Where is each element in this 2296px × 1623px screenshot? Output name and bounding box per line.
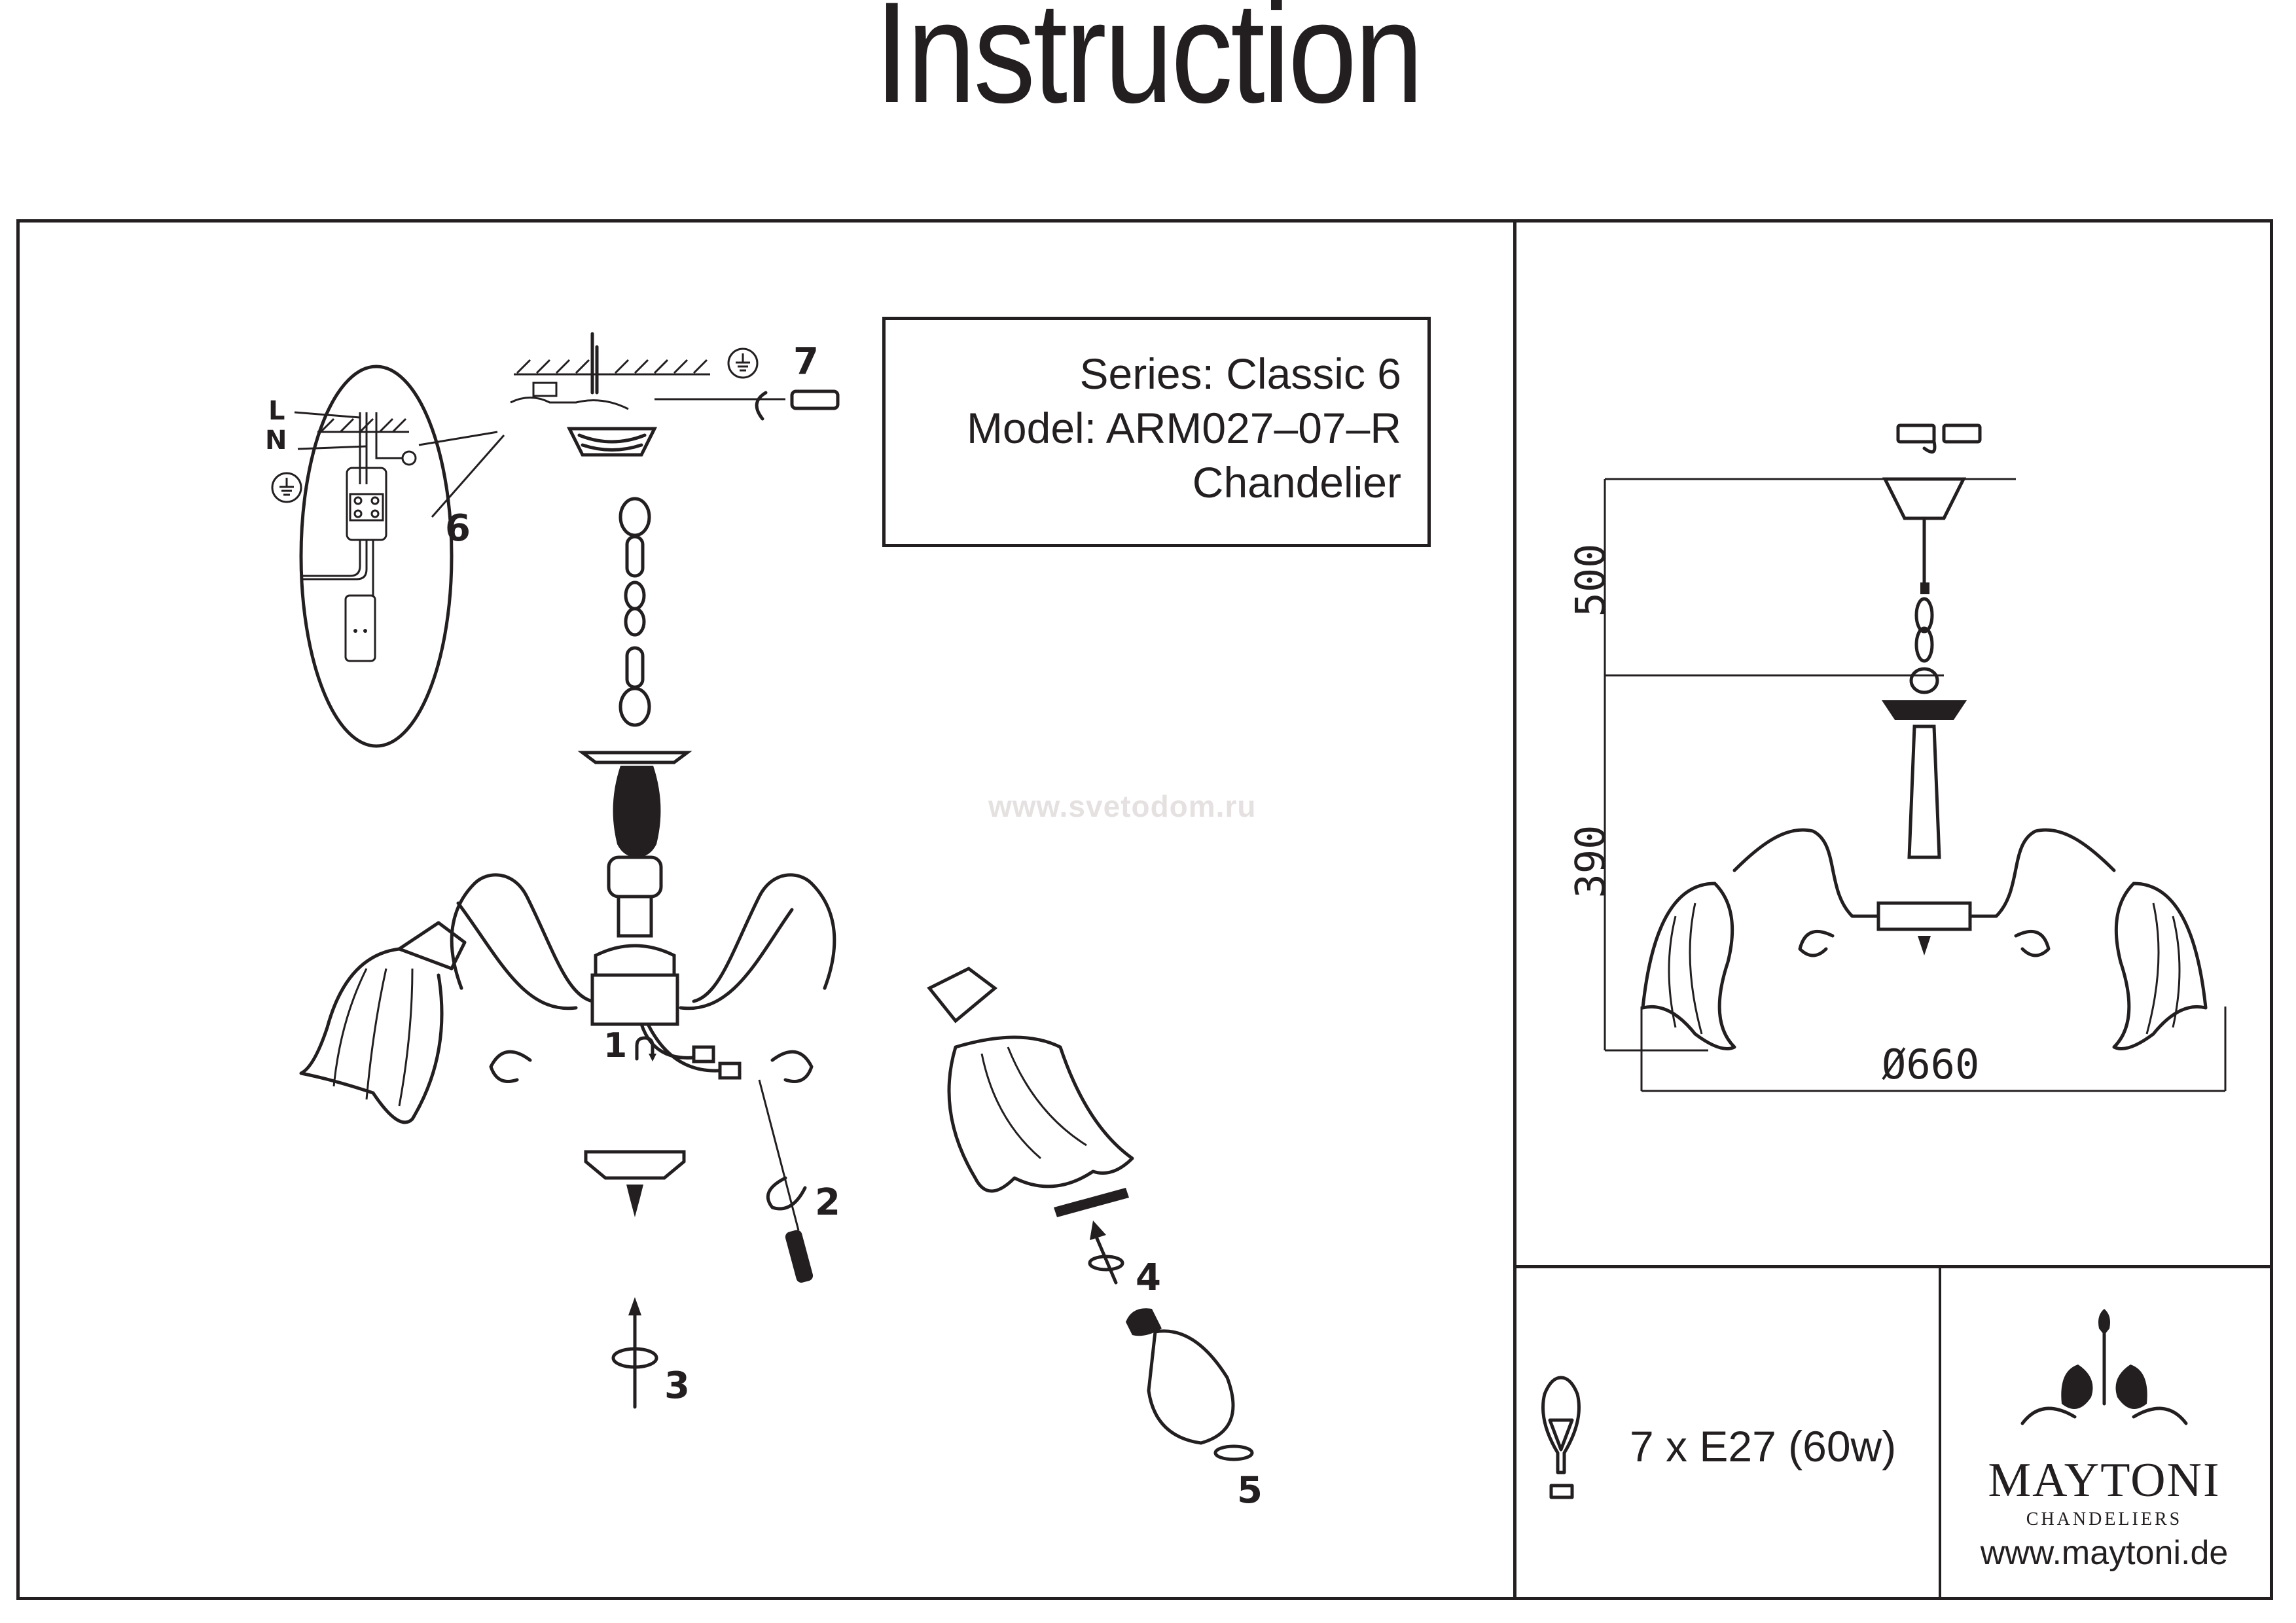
dimension-drawing xyxy=(1604,423,2227,1092)
screwdriver-icon xyxy=(758,1079,814,1283)
model-label: Model: ARM027–07–R xyxy=(966,404,1401,452)
ground-icon xyxy=(727,348,759,379)
chain-icon xyxy=(619,497,651,727)
divider-horizontal-bottom xyxy=(1513,1265,2273,1268)
wiring-detail-ellipse xyxy=(299,365,454,748)
page-title: Instruction xyxy=(874,0,1423,133)
callout-lines-6 xyxy=(418,431,505,518)
live-wire-label: L xyxy=(268,396,285,426)
rotate-arrow-icon xyxy=(1088,1221,1124,1285)
rotate-arrow-icon xyxy=(611,1297,658,1409)
shade-exploded-drawing xyxy=(927,967,1134,1217)
ground-icon xyxy=(271,472,302,503)
chandelier-body-drawing xyxy=(299,751,836,1217)
instruction-frame xyxy=(16,219,2273,1600)
watermark: www.svetodom.ru xyxy=(988,789,1257,823)
screwdriver-icon xyxy=(655,389,840,421)
step-2-label: 2 xyxy=(815,1181,840,1224)
brand-url[interactable]: www.maytoni.de xyxy=(1980,1534,2229,1572)
product-info-box: Series: Classic 6 Model: ARM027–07–R Cha… xyxy=(882,317,1431,547)
light-bulb-icon xyxy=(1541,1376,1581,1499)
wiring-detail-drawing xyxy=(294,411,417,662)
neutral-wire-label: N xyxy=(265,425,287,455)
divider-vertical-bottom xyxy=(1939,1265,1941,1600)
dimension-diameter: Ø660 xyxy=(1882,1041,1980,1088)
series-label: Series: Classic 6 xyxy=(1079,349,1402,398)
rotate-arrow-icon xyxy=(635,1036,656,1061)
dimension-body-height: 390 xyxy=(1566,825,1615,899)
step-5-label: 5 xyxy=(1237,1469,1263,1512)
maytoni-logo-icon xyxy=(2020,1309,2188,1425)
brand-subtitle: CHANDELIERS xyxy=(2026,1509,2183,1529)
divider-vertical-main xyxy=(1513,219,1516,1600)
step-7-label: 7 xyxy=(793,340,819,383)
dimension-chain-length: 500 xyxy=(1566,543,1615,617)
step-1-label: 1 xyxy=(603,1026,628,1065)
step-4-label: 4 xyxy=(1136,1257,1161,1299)
step-3-label: 3 xyxy=(664,1364,690,1407)
brand-name: MAYTONI xyxy=(1988,1454,2221,1507)
step-6-label: 6 xyxy=(445,507,471,550)
ceiling-canopy-icon xyxy=(510,332,710,457)
rotate-arrow-icon xyxy=(1213,1444,1254,1461)
light-bulb-icon xyxy=(1126,1308,1235,1445)
lamp-spec: 7 x E27 (60w) xyxy=(1630,1422,1897,1471)
product-type-label: Chandelier xyxy=(1192,458,1401,507)
